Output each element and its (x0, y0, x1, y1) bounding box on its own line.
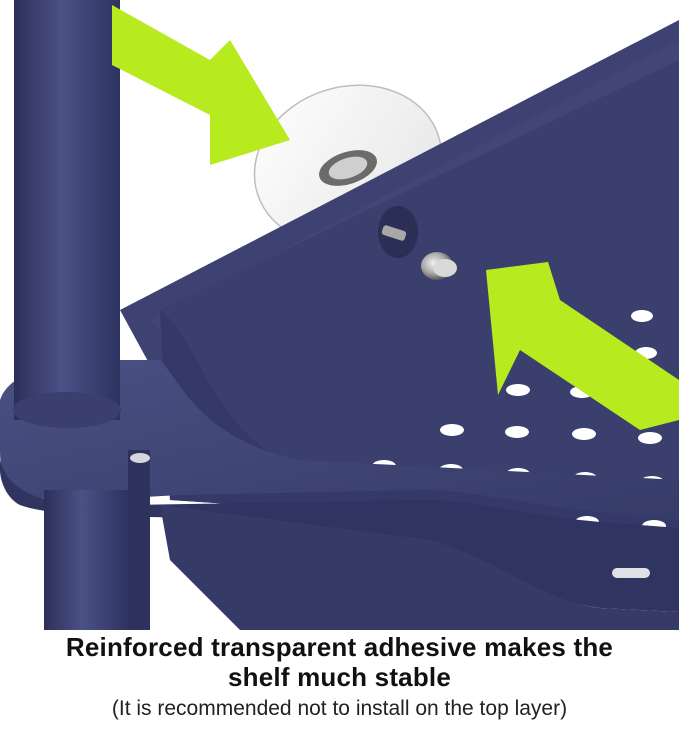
vertical-pole (13, 0, 128, 630)
headline-line-1: Reinforced transparent adhesive makes th… (65, 632, 614, 662)
caption: Reinforced transparent adhesive makes th… (0, 630, 679, 736)
clip-strap (128, 450, 150, 630)
headline-line-2: shelf much stable (227, 662, 452, 692)
arrow-pointing-adhesive-icon (112, 5, 290, 165)
nut-bolt (421, 252, 457, 280)
installation-note: (It is recommended not to install on the… (111, 697, 568, 720)
screw-bolt (378, 206, 418, 258)
basket-lower (160, 505, 679, 630)
arrow-pointing-bolt-icon (486, 262, 679, 430)
product-photo (0, 0, 679, 630)
headline: Reinforced transparent adhesive makes th… (0, 632, 679, 692)
